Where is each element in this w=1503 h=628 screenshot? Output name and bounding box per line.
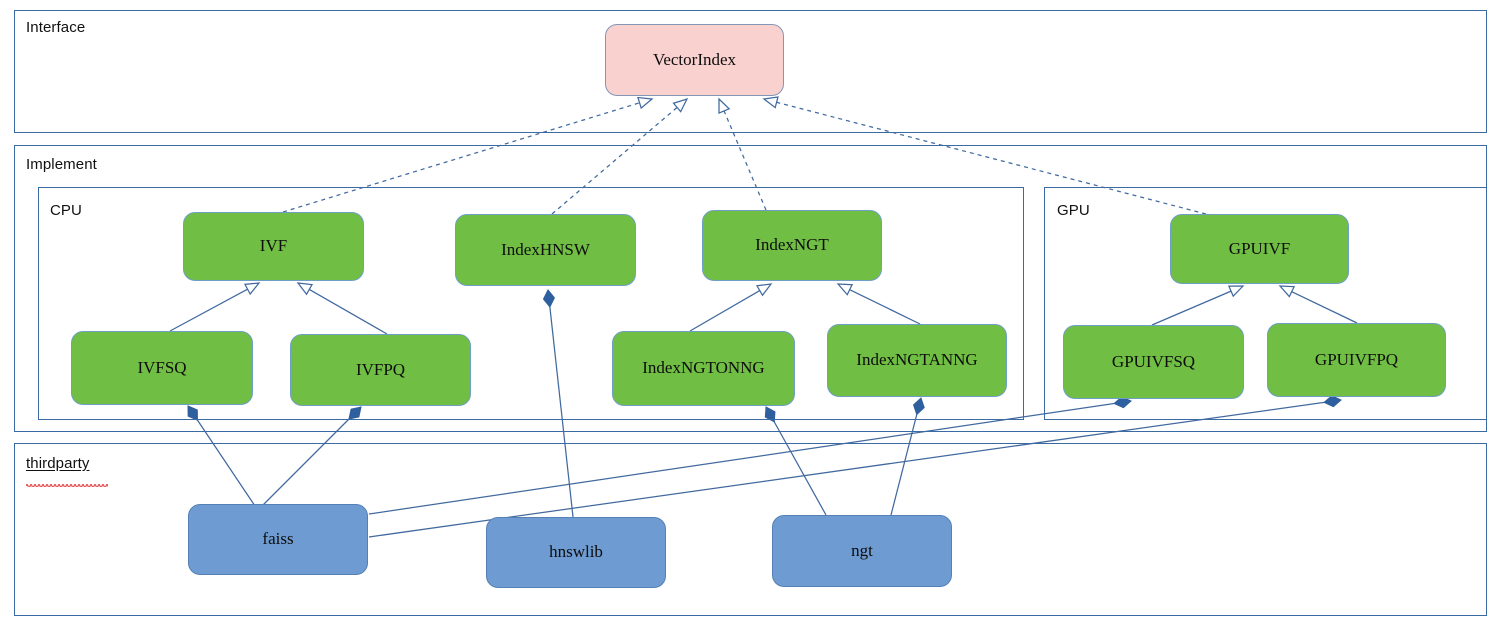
class-node-ngt[interactable]: ngt <box>772 515 952 587</box>
class-node-indexngtonng[interactable]: IndexNGTONNG <box>612 331 795 406</box>
package-frame-cpu <box>38 187 1024 420</box>
class-node-label: GPUIVFSQ <box>1111 351 1196 371</box>
class-node-indexngt[interactable]: IndexNGT <box>702 210 882 281</box>
package-label-gpu: GPU <box>1057 202 1090 219</box>
class-node-label: VectorIndex <box>652 49 737 69</box>
class-node-label: IVFPQ <box>355 359 406 379</box>
class-node-label: IVF <box>259 236 288 256</box>
class-node-gpuivf[interactable]: GPUIVF <box>1170 214 1349 284</box>
class-node-label: GPUIVF <box>1228 238 1291 258</box>
class-node-label: GPUIVFPQ <box>1314 349 1399 369</box>
class-node-gpuivfsq[interactable]: GPUIVFSQ <box>1063 325 1244 399</box>
class-node-label: faiss <box>262 529 294 549</box>
class-node-hnswlib[interactable]: hnswlib <box>486 517 666 588</box>
class-node-vectorindex[interactable]: VectorIndex <box>605 24 784 96</box>
package-label-implement: Implement <box>26 156 97 173</box>
class-node-gpuivfpq[interactable]: GPUIVFPQ <box>1267 323 1446 397</box>
class-node-indexhnsw[interactable]: IndexHNSW <box>455 214 636 286</box>
class-node-label: hnswlib <box>549 542 603 562</box>
class-node-indexngtanng[interactable]: IndexNGTANNG <box>827 324 1007 397</box>
class-node-label: IndexNGT <box>755 235 829 255</box>
package-frame-interface <box>14 10 1487 133</box>
class-node-label: IVFSQ <box>137 357 187 377</box>
class-node-faiss[interactable]: faiss <box>188 504 368 575</box>
package-frame-thirdparty <box>14 443 1487 616</box>
class-node-ivfsq[interactable]: IVFSQ <box>71 331 253 405</box>
package-label-cpu: CPU <box>50 202 82 219</box>
package-frame-gpu <box>1044 187 1487 420</box>
class-node-label: ngt <box>851 540 873 560</box>
class-node-ivfpq[interactable]: IVFPQ <box>290 334 471 406</box>
class-node-label: IndexNGTONNG <box>642 358 765 378</box>
class-node-label: IndexHNSW <box>501 239 590 259</box>
class-node-ivf[interactable]: IVF <box>183 212 364 281</box>
package-label-interface: Interface <box>26 19 86 36</box>
class-node-label: IndexNGTANNG <box>856 350 978 370</box>
package-label-thirdparty: thirdparty <box>26 455 90 472</box>
